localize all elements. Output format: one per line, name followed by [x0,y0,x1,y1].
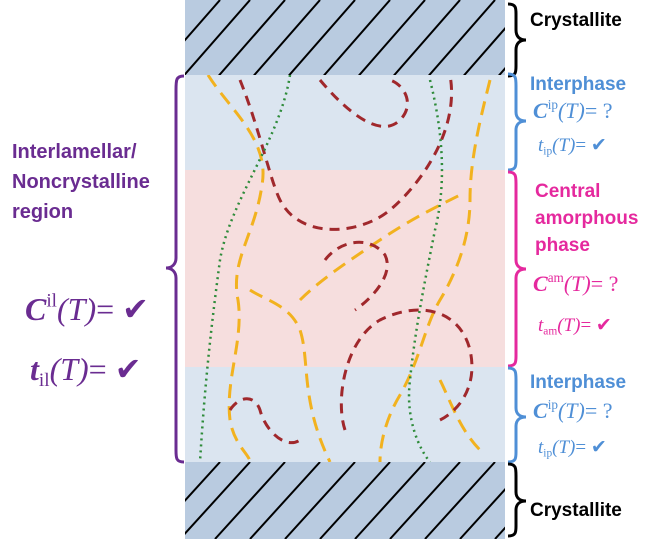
central-amorphous-band [185,170,505,367]
equation-c-ip-bottom: Cip(T)= ? [533,397,613,424]
equation-c-il: Cil(T)= ✔ [25,290,149,327]
equation-t-am: tam(T)= ✔ [538,315,612,338]
orange-chain-center [298,193,461,302]
orange-chain-bottom-right [438,379,482,452]
equation-c-ip-top: Cip(T)= ? [533,97,613,124]
red-chain-top [238,75,453,231]
brace-crystallite-top [507,2,527,78]
label-central-amorphous-phase: Central amorphous phase [535,181,639,256]
green-chain-left [198,75,292,462]
crystallite-top-hatching [185,0,505,75]
interphase-top-band [185,75,505,170]
orange-chain-lower [249,288,332,462]
equation-t-ip-top: tip(T)= ✔ [538,135,607,158]
label-crystallite-bottom: Crystallite [530,500,622,521]
green-chain-right [407,79,444,462]
orange-chain-right [378,79,492,462]
red-chain-lower-right [339,308,474,431]
brace-interphase-top [507,72,527,172]
brace-crystallite-bottom [507,462,527,538]
equation-t-ip-bottom: tip(T)= ✔ [538,437,607,460]
red-chain-lower-left [228,397,301,445]
red-chain-center [323,240,389,312]
label-interphase-top: Interphase [530,74,627,95]
brace-interphase-bottom [507,366,527,464]
label-crystallite-top: Crystallite [530,10,622,31]
equation-c-am: Cam(T)= ? [533,270,619,297]
brace-interlamellar [165,74,185,464]
crystallite-bottom-hatching [185,462,505,539]
brace-central [507,170,527,368]
interphase-bottom-band [185,367,505,462]
label-interphase-bottom: Interphase [530,372,627,393]
equation-t-il: til(T)= ✔ [30,351,142,391]
label-interlamellar-region: Interlamellar/ Noncrystalline region [12,141,150,223]
